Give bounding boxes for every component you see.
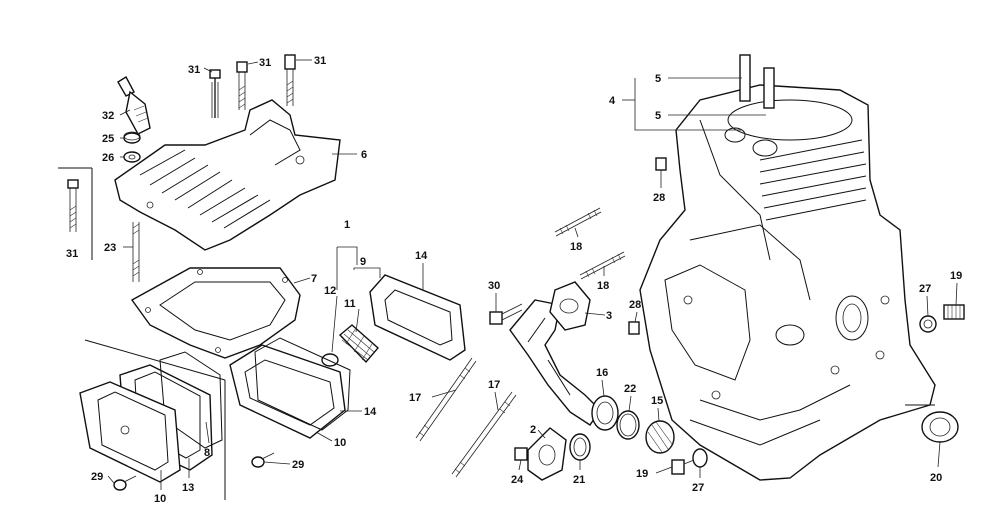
pipe-seal-16	[591, 395, 619, 431]
dowel-pin-28-lower	[628, 321, 640, 335]
label-31a: 31	[188, 64, 200, 76]
label-27a: 27	[919, 283, 931, 295]
head-gasket	[130, 267, 301, 359]
label-14b: 14	[364, 406, 377, 418]
bolt-31-left	[209, 69, 221, 118]
label-6: 6	[361, 149, 367, 161]
label-29b: 29	[292, 459, 304, 471]
label-28a: 28	[653, 192, 665, 204]
label-18a: 18	[570, 241, 582, 253]
label-20: 20	[930, 472, 942, 484]
label-4: 4	[609, 95, 616, 107]
cap-plug-15	[645, 420, 675, 454]
label-19a: 19	[636, 468, 648, 480]
screw-29-left	[113, 475, 137, 491]
label-25: 25	[102, 133, 114, 145]
reed-filter-11	[338, 324, 379, 364]
washer-27-lower	[692, 448, 708, 468]
stud-17-right	[451, 391, 517, 478]
breather-plate-14-lower	[229, 344, 346, 439]
label-15: 15	[651, 395, 663, 407]
label-5b: 5	[655, 110, 661, 122]
packing-21	[569, 433, 591, 461]
oil-seal-20	[921, 411, 959, 443]
washer-27-right	[919, 315, 937, 333]
bolt-31-center	[236, 61, 248, 110]
drain-bolt-19-lower	[671, 459, 695, 475]
cylinder-block-4	[639, 84, 936, 481]
label-24: 24	[511, 474, 524, 486]
label-14a: 14	[415, 250, 428, 262]
reed-valve-12	[321, 353, 339, 367]
drain-bolt-19-right	[943, 304, 965, 320]
label-21: 21	[573, 474, 585, 486]
cover-gasket-10-left	[79, 381, 181, 483]
label-29a: 29	[91, 471, 103, 483]
label-2: 2	[530, 424, 536, 436]
dowel-sleeve-5-right	[763, 67, 775, 109]
cover-gasket-10-mid	[254, 337, 351, 431]
label-30: 30	[488, 280, 500, 292]
label-17a: 17	[409, 392, 421, 404]
dowel-pin-28-upper	[655, 157, 667, 171]
label-16: 16	[596, 367, 608, 379]
label-5a: 5	[655, 73, 661, 85]
callout-labels: 31 31 31 32 25 26 6 31 23 7 1 9 14 12 11…	[66, 55, 962, 505]
label-3: 3	[606, 310, 612, 322]
leader-lines	[107, 59, 958, 490]
label-22: 22	[624, 383, 636, 395]
pipe-gasket-3	[549, 281, 591, 331]
label-10a: 10	[334, 437, 346, 449]
label-7: 7	[311, 273, 317, 285]
label-17b: 17	[488, 379, 500, 391]
head-cover	[114, 99, 341, 251]
label-13: 13	[182, 482, 194, 494]
stud-bolt-31-side	[67, 179, 79, 232]
label-8: 8	[204, 447, 210, 459]
label-28b: 28	[629, 299, 641, 311]
bolt-31-right	[284, 54, 296, 106]
label-27b: 27	[692, 482, 704, 494]
label-31b: 31	[259, 57, 271, 69]
label-11: 11	[344, 298, 356, 310]
washer-26	[123, 151, 141, 163]
label-31c: 31	[314, 55, 326, 67]
label-32: 32	[102, 110, 114, 122]
o-ring-22	[616, 410, 640, 440]
gasket-2	[527, 427, 567, 481]
stud-18-upper	[554, 207, 602, 237]
screw-29-right	[251, 452, 275, 468]
label-19b: 19	[950, 270, 962, 282]
washer-25	[123, 131, 141, 144]
label-1: 1	[344, 219, 350, 231]
stud-17-left	[415, 357, 477, 442]
label-9: 9	[360, 256, 366, 268]
bolt-24	[514, 447, 528, 461]
label-12: 12	[324, 285, 336, 297]
breather-plate-14-upper	[369, 274, 466, 361]
bolt-30	[489, 303, 523, 325]
stud-18-lower	[579, 251, 626, 280]
spark-plug	[117, 76, 151, 135]
label-18b: 18	[597, 280, 609, 292]
label-26: 26	[102, 152, 114, 164]
group-bracket-diagonal	[84, 339, 226, 381]
stud-23	[132, 222, 140, 282]
label-10b: 10	[154, 493, 166, 505]
label-23: 23	[104, 242, 116, 254]
label-31d: 31	[66, 248, 78, 260]
